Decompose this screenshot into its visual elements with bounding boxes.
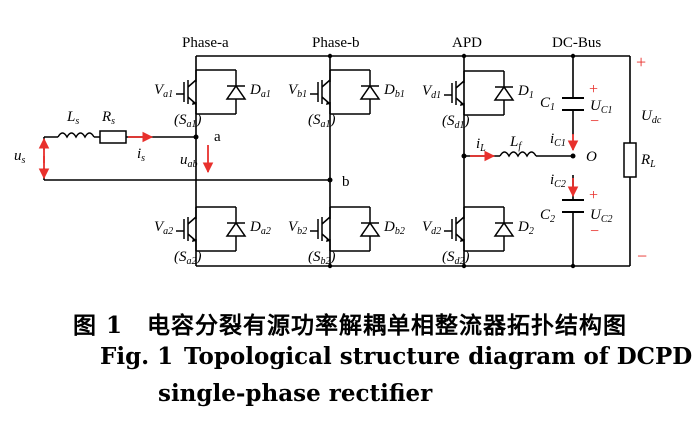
polarity-uc2-plus: + xyxy=(589,187,598,204)
label-sb1: (Sa1) xyxy=(308,112,336,130)
label-d2: D2 xyxy=(517,219,534,237)
label-vb2: Vb2 xyxy=(288,219,307,237)
header-phase-a: Phase-a xyxy=(182,35,229,51)
label-vd2: Vd2 xyxy=(422,219,441,237)
capacitor-c1 xyxy=(562,97,584,111)
label-va1: Va1 xyxy=(154,82,173,100)
header-apd: APD xyxy=(452,35,482,51)
igbt-b2-icon xyxy=(310,207,331,251)
label-uab: uab xyxy=(180,152,198,170)
igbt-d2-icon xyxy=(444,207,465,251)
label-lf: Lf xyxy=(509,134,522,152)
label-sd1: (Sd1) xyxy=(442,113,470,131)
switch-module-b2: Vb2 Db2 (Sb2) xyxy=(288,206,405,267)
switch-module-a1: Va1 Da1 (Sa1) xyxy=(154,69,271,130)
node-top-b xyxy=(327,53,333,59)
label-ic1: iC1 xyxy=(550,131,566,149)
label-rl: RL xyxy=(640,152,656,170)
node-a xyxy=(193,134,199,140)
node-bot-d xyxy=(461,263,467,269)
label-ls: Ls xyxy=(66,109,79,127)
caption-en-number: Fig. 1 xyxy=(100,343,174,370)
caption-en-text-1: Topological structure diagram of DCPD xyxy=(184,343,693,370)
resistor-rs xyxy=(99,130,127,144)
label-da1: Da1 xyxy=(249,82,271,100)
label-sa1: (Sa1) xyxy=(174,112,202,130)
label-vd1: Vd1 xyxy=(422,83,441,101)
diode-d2-icon xyxy=(493,221,515,237)
igbt-a1-icon xyxy=(176,70,197,114)
header-dc-bus: DC-Bus xyxy=(552,35,601,51)
node-apd xyxy=(461,153,467,159)
diode-d1-icon xyxy=(493,85,515,101)
switch-module-d1: Vd1 D1 (Sd1) xyxy=(422,70,534,131)
node-o xyxy=(570,153,576,159)
label-is: is xyxy=(137,146,145,164)
node-o-label: O xyxy=(586,149,597,165)
diode-b2-icon xyxy=(359,221,381,237)
node-bot-c xyxy=(570,263,576,269)
diode-a2-icon xyxy=(225,221,247,237)
label-il: iL xyxy=(476,136,486,154)
node-b xyxy=(327,177,333,183)
polarity-udc-minus: − xyxy=(637,246,647,266)
caption-cn-number: 图 1 xyxy=(72,312,123,339)
caption-cn-text: 电容分裂有源功率解耦单相整流器拓扑结构图 xyxy=(147,312,627,339)
node-top-c xyxy=(570,53,576,59)
label-va2: Va2 xyxy=(154,219,173,237)
wiring xyxy=(43,55,631,267)
polarity-uc1-plus: + xyxy=(589,81,598,98)
label-sb2: (Sb2) xyxy=(308,249,336,267)
header-phase-b: Phase-b xyxy=(312,35,360,51)
caption-chinese: 图 1 电容分裂有源功率解耦单相整流器拓扑结构图 xyxy=(0,306,700,340)
label-d1: D1 xyxy=(517,83,534,101)
inductor-lf xyxy=(499,151,537,158)
igbt-a2-icon xyxy=(176,207,197,251)
diode-a1-icon xyxy=(225,84,247,100)
node-b-label: b xyxy=(342,174,350,190)
inductor-ls xyxy=(57,132,95,139)
label-da2: Da2 xyxy=(249,219,271,237)
node-bot-b xyxy=(327,263,333,269)
polarity-uc1-minus: − xyxy=(590,113,599,130)
polarity-udc-plus: + xyxy=(636,52,646,72)
polarity-uc2-minus: − xyxy=(590,223,599,240)
diode-b1-icon xyxy=(359,84,381,100)
label-db1: Db1 xyxy=(383,82,405,100)
label-ic2: iC2 xyxy=(550,172,566,190)
switch-module-b1: Vb1 Db1 (Sa1) xyxy=(288,69,405,130)
switch-module-a2: Va2 Da2 (Sa2) xyxy=(154,206,271,267)
igbt-d1-icon xyxy=(444,71,465,115)
label-rs: Rs xyxy=(101,109,115,127)
resistor-rl xyxy=(623,142,637,178)
label-uc1: UC1 xyxy=(590,98,613,116)
label-uc2: UC2 xyxy=(590,207,613,225)
capacitor-c2 xyxy=(562,199,584,213)
label-c1: C1 xyxy=(540,95,555,113)
label-sa2: (Sa2) xyxy=(174,249,202,267)
label-vb1: Vb1 xyxy=(288,82,307,100)
node-top-d xyxy=(461,53,467,59)
node-a-label: a xyxy=(214,129,221,145)
label-c2: C2 xyxy=(540,207,555,225)
switch-module-d2: Vd2 D2 (Sd2) xyxy=(422,206,534,267)
label-udc: Udc xyxy=(641,108,662,126)
label-us: us xyxy=(14,148,26,166)
caption-english-line2: single-phase rectifier xyxy=(158,380,433,407)
igbt-b1-icon xyxy=(310,70,331,114)
label-sd2: (Sd2) xyxy=(442,249,470,267)
label-db2: Db2 xyxy=(383,219,405,237)
